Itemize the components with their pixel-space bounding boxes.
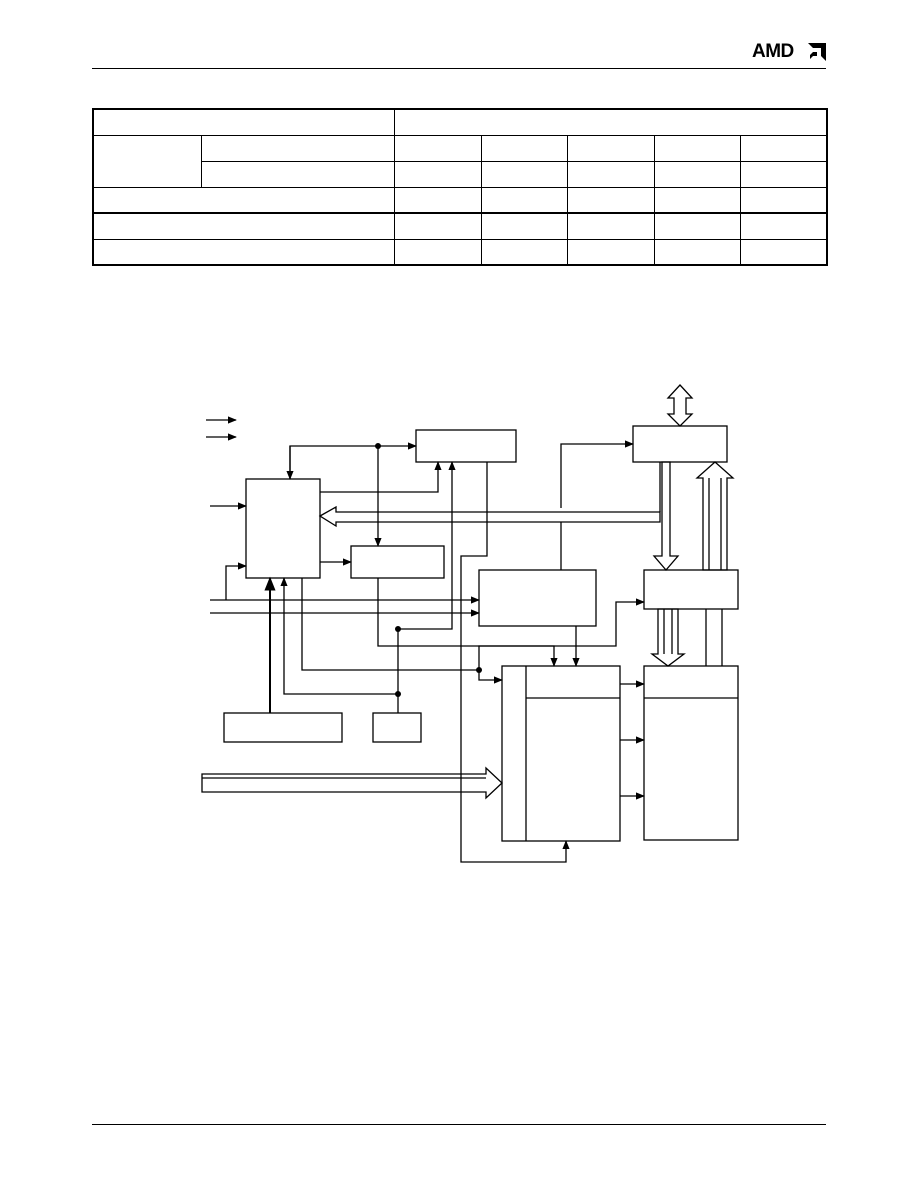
amd-arrow-logo-icon: [808, 43, 826, 61]
table-row: [93, 160, 828, 188]
bus-arrow-input: [201, 766, 503, 800]
table-cell: [739, 238, 828, 266]
bus-arrow-down: [652, 461, 680, 571]
bus-arrow-down-2: [650, 608, 686, 667]
block-center: [478, 569, 597, 627]
table-cell: [653, 160, 741, 188]
table-cell: [480, 186, 568, 214]
block-top-right: [632, 425, 728, 463]
table-cell: [393, 212, 482, 240]
table-cell: [739, 186, 828, 214]
footer-rule: [92, 1124, 826, 1125]
block-left-tall: [245, 478, 321, 579]
table-cell: [393, 160, 482, 188]
bus-arrow-left: [318, 505, 661, 528]
table-cell: [653, 212, 741, 240]
block-array-left: [501, 665, 621, 842]
table-cell: [393, 238, 482, 266]
block-right-middle: [643, 569, 739, 610]
junction-dot: [395, 691, 401, 697]
junction-dot: [375, 443, 381, 449]
table-cell: [566, 160, 655, 188]
logo-text: AMD: [752, 41, 794, 62]
table-cell: [200, 160, 395, 188]
junction-dot: [395, 626, 401, 632]
table-row: [92, 134, 828, 188]
amd-logo: AMD: [752, 40, 830, 64]
spec-table: [92, 108, 829, 266]
table-cell: [393, 108, 828, 136]
header-rule: [92, 68, 826, 69]
block-array-right: [643, 665, 739, 841]
table-row: [92, 186, 828, 214]
table-cell: [92, 186, 395, 214]
block-top-center: [415, 429, 517, 463]
table-cell: [393, 186, 482, 214]
bus-arrow-up: [695, 461, 735, 571]
table-cell: [566, 238, 655, 266]
table-cell: [480, 238, 568, 266]
table-row: [92, 238, 828, 266]
bus-arrow-vertical: [666, 384, 694, 427]
table-cell: [653, 134, 741, 162]
table-cell: [480, 134, 568, 162]
table-cell: [393, 134, 482, 162]
table-cell: [92, 134, 202, 188]
block-middle: [350, 545, 445, 579]
table-row: [92, 108, 828, 136]
junction-dot: [476, 667, 482, 673]
table-cell: [739, 160, 828, 188]
block-lower-left: [223, 712, 343, 743]
block-lower-small: [372, 712, 422, 743]
table-cell: [566, 212, 655, 240]
